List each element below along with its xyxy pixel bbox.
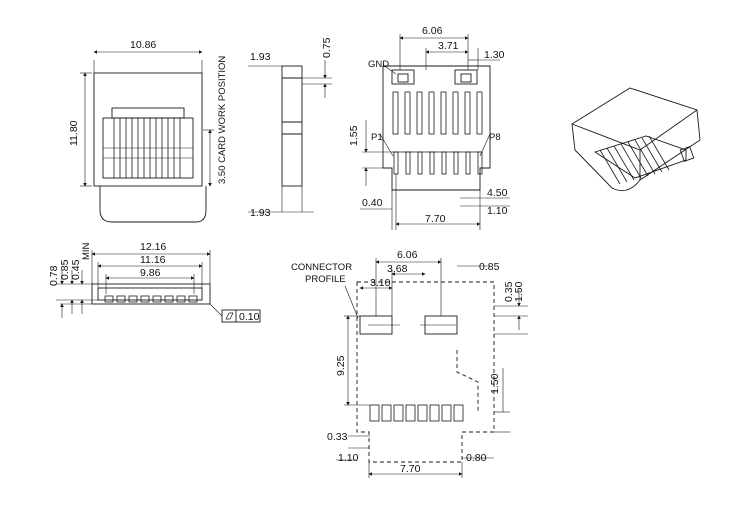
top-pitch-total-label: 7.70 — [425, 213, 446, 225]
flatness-label: 0.10 — [239, 311, 260, 323]
fp-pad-h1-label: 0.35 — [503, 281, 515, 302]
pitch-span-label: 6.06 — [422, 25, 443, 37]
fp-pad-w-label: 3.10 — [370, 277, 391, 289]
v3-label: 0.45 — [70, 259, 82, 280]
side-thickness-label: 0.75 — [321, 37, 333, 58]
v1-label: 0.78 — [48, 265, 60, 286]
front-view — [80, 50, 214, 223]
connector-label: CONNECTOR — [291, 262, 352, 273]
right-a-label: 4.50 — [487, 187, 508, 199]
fp-pad-pitch-label: 3.68 — [387, 263, 408, 275]
bottom-left-view — [56, 250, 261, 323]
fp-right-edge-label: 0.85 — [479, 261, 500, 273]
min-label: MIN — [81, 242, 92, 260]
top-view — [360, 34, 510, 230]
offset-left-label: 0.40 — [362, 197, 383, 209]
v2-label: 0.85 — [59, 259, 71, 280]
inner-label: 9.86 — [140, 267, 161, 279]
mid-label: 11.16 — [140, 254, 166, 266]
footprint-view — [336, 258, 528, 478]
front-width-label: 10.86 — [130, 39, 156, 51]
fp-span-label: 6.06 — [397, 249, 418, 261]
height-left-label: 1.55 — [348, 125, 360, 146]
fp-pitch-total-label: 7.70 — [400, 463, 421, 475]
fp-side-h-label: 1.50 — [489, 373, 501, 394]
front-height-label: 11.80 — [68, 120, 80, 146]
iso-view — [571, 87, 701, 192]
work-position-label: 3.50 CARD WORK POSITION — [217, 56, 228, 184]
gnd-width-label: 3.71 — [438, 40, 459, 52]
offset-top-label: 1.93 — [250, 51, 271, 63]
total-label: 12.16 — [140, 241, 166, 253]
p1-label: P1 — [371, 132, 383, 143]
fp-lead-w-label: 0.33 — [327, 431, 348, 443]
offset-bottom-label: 1.93 — [250, 207, 271, 219]
fp-left-off-label: 1.10 — [338, 452, 359, 464]
fp-right-off-label: 0.80 — [466, 452, 487, 464]
fp-height-label: 9.25 — [335, 355, 347, 376]
right-b-label: 1.10 — [487, 205, 508, 217]
p8-label: P8 — [489, 132, 501, 143]
profile-label: PROFILE — [305, 274, 346, 285]
fp-pad-h2-label: 1.50 — [513, 281, 525, 302]
edge-label: 1.30 — [484, 49, 505, 61]
side-view — [248, 60, 332, 213]
gnd-label: GND — [368, 59, 389, 70]
